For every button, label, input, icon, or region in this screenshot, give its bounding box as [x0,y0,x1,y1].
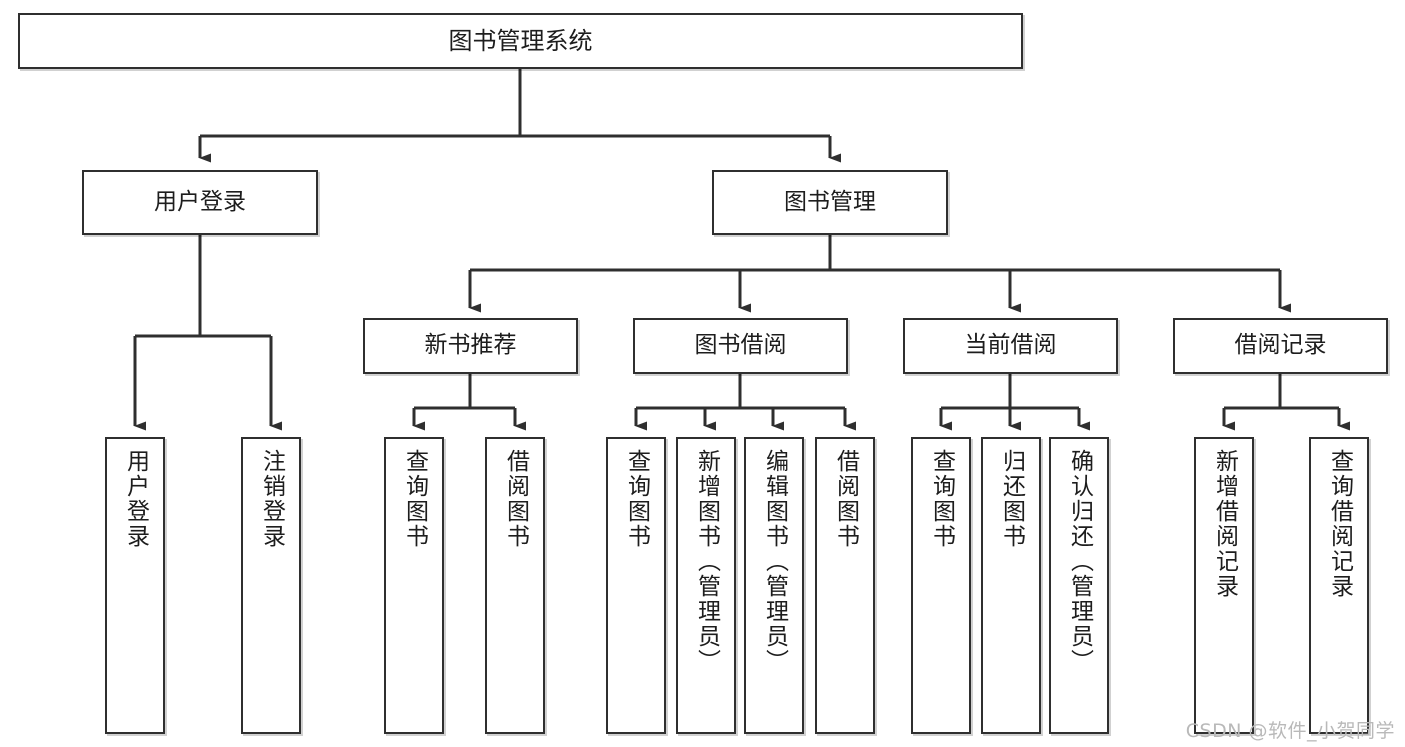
node-leaf-borrow-book-2-label: 借阅图书 [832,449,859,549]
node-leaf-confirm-return[interactable]: 确认归还（管理员） [1049,437,1109,734]
node-book-borrow[interactable]: 图书借阅 [633,318,848,374]
node-current-borrow-label: 当前借阅 [964,332,1057,359]
node-leaf-add-book[interactable]: 新增图书（管理员） [676,437,736,734]
node-book-borrow-label: 图书借阅 [694,332,787,359]
node-borrow-record[interactable]: 借阅记录 [1173,318,1388,374]
node-user-login[interactable]: 用户登录 [82,170,318,235]
node-book-manage-label: 图书管理 [784,188,876,215]
node-leaf-query-book-2-label: 查询图书 [623,449,650,549]
node-leaf-query-record-label: 查询借阅记录 [1326,449,1353,599]
node-leaf-borrow-book-1-label: 借阅图书 [502,449,529,549]
node-leaf-query-book-3[interactable]: 查询图书 [911,437,971,734]
node-new-book-rec-label: 新书推荐 [424,332,517,359]
node-leaf-confirm-return-label: 确认归还（管理员） [1066,449,1093,674]
node-leaf-user-logout-label: 注销登录 [258,449,285,549]
node-leaf-user-login[interactable]: 用户登录 [105,437,165,734]
node-leaf-query-record[interactable]: 查询借阅记录 [1309,437,1369,734]
node-leaf-add-book-label: 新增图书（管理员） [693,449,720,674]
node-leaf-borrow-book-1[interactable]: 借阅图书 [485,437,545,734]
node-leaf-add-record[interactable]: 新增借阅记录 [1194,437,1254,734]
node-borrow-record-label: 借阅记录 [1234,332,1327,359]
node-user-login-label: 用户登录 [154,188,246,215]
node-leaf-return-book[interactable]: 归还图书 [981,437,1041,734]
node-current-borrow[interactable]: 当前借阅 [903,318,1118,374]
node-new-book-rec[interactable]: 新书推荐 [363,318,578,374]
node-leaf-query-book-1[interactable]: 查询图书 [384,437,444,734]
node-leaf-add-record-label: 新增借阅记录 [1211,449,1238,599]
node-book-manage[interactable]: 图书管理 [712,170,948,235]
watermark-text: CSDN @软件_小贺同学 [1185,720,1395,742]
node-leaf-user-login-label: 用户登录 [122,449,149,549]
node-leaf-query-book-3-label: 查询图书 [928,449,955,549]
node-leaf-edit-book[interactable]: 编辑图书（管理员） [744,437,804,734]
node-leaf-edit-book-label: 编辑图书（管理员） [761,449,788,674]
node-leaf-query-book-1-label: 查询图书 [401,449,428,549]
node-root-label: 图书管理系统 [448,26,593,55]
node-root[interactable]: 图书管理系统 [18,13,1023,69]
node-leaf-borrow-book-2[interactable]: 借阅图书 [815,437,875,734]
node-leaf-user-logout[interactable]: 注销登录 [241,437,301,734]
node-leaf-query-book-2[interactable]: 查询图书 [606,437,666,734]
node-leaf-return-book-label: 归还图书 [998,449,1025,549]
